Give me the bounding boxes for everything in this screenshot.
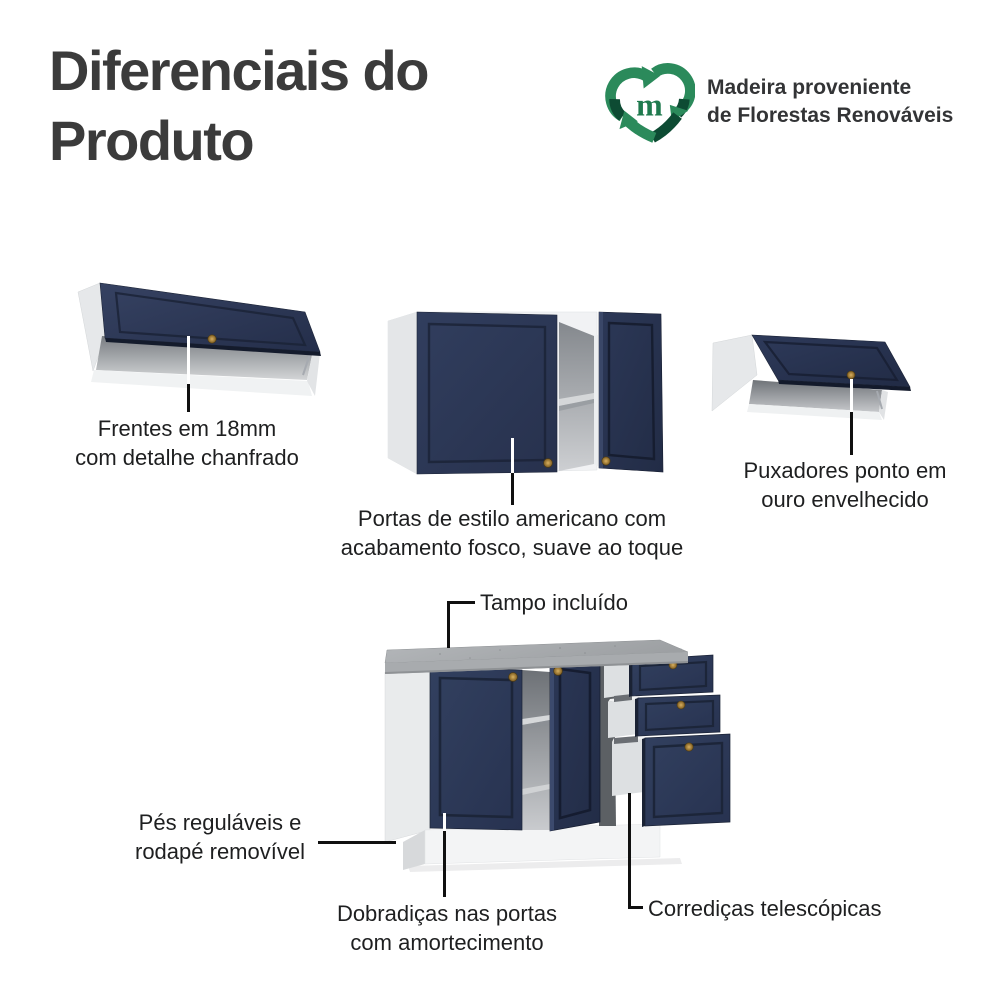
recycle-heart-icon: m — [605, 63, 695, 143]
gold-knob-icon — [508, 672, 518, 682]
gold-knob-icon — [846, 370, 856, 380]
callout-feet: Pés reguláveis e rodapé removível — [135, 810, 305, 864]
page-title-line2: Produto — [49, 109, 255, 172]
callout-line-hinges-white — [443, 813, 446, 831]
callout-slides: Corrediças telescópicas — [648, 896, 882, 921]
callout-fronts: Frentes em 18mm com detalhe chanfrado — [75, 416, 299, 470]
gold-knob-icon — [543, 458, 553, 468]
wall-cabinet-flip-left-illustration — [77, 282, 321, 396]
wall-cabinet-double-door-illustration — [387, 311, 664, 475]
gold-knob-icon — [601, 456, 611, 466]
gold-knob-icon — [684, 742, 694, 752]
callout-line-slides-v — [628, 793, 631, 909]
callout-line-slides-h — [628, 906, 643, 909]
eco-badge-line1: Madeira proveniente — [707, 76, 912, 99]
base-cabinet-illustration — [384, 639, 731, 872]
callout-line-fronts — [187, 384, 190, 412]
callout-handles: Puxadores ponto em ouro envelhecido — [743, 458, 947, 512]
eco-badge: m Madeira proveniente de Florestas Renov… — [603, 60, 953, 144]
callout-line-feet — [318, 841, 396, 844]
callout-line-handles — [850, 412, 853, 455]
page-title: Diferenciais do Produto — [49, 36, 429, 176]
callout-line-countertop-h — [447, 601, 475, 604]
callout-countertop: Tampo incluído — [480, 590, 628, 615]
gold-knob-icon — [207, 334, 217, 344]
eco-badge-text: Madeira proveniente de Florestas Renováv… — [707, 74, 953, 130]
page-title-line1: Diferenciais do — [49, 39, 429, 102]
callout-line-handles-white — [850, 379, 853, 412]
callout-line-doors-white — [511, 438, 514, 473]
callout-line-hinges — [443, 831, 446, 897]
gold-knob-icon — [553, 666, 563, 676]
callout-line-fronts-white — [187, 336, 190, 384]
callout-doors: Portas de estilo americano com acabament… — [340, 506, 684, 560]
callout-line-countertop-v — [447, 601, 450, 648]
eco-icon-letter: m — [636, 88, 663, 123]
callout-line-doors — [511, 473, 514, 505]
callout-hinges: Dobradiças nas portas com amortecimento — [336, 901, 558, 955]
eco-badge-line2: de Florestas Renováveis — [707, 104, 954, 127]
gold-knob-icon — [676, 700, 686, 710]
wall-cabinet-flip-right-illustration — [711, 334, 911, 420]
